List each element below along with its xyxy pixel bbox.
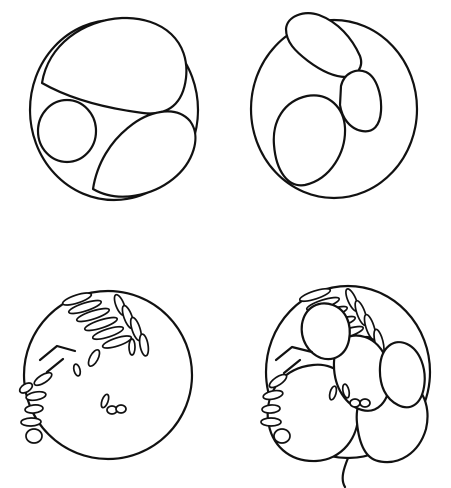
mark — [129, 339, 135, 355]
mark — [360, 399, 370, 407]
face-outline — [47, 359, 63, 372]
middle-small-lobe — [340, 71, 381, 132]
ridge — [138, 333, 150, 356]
face-outline — [40, 346, 75, 360]
small-lobe — [274, 429, 290, 443]
panel-top-right — [251, 13, 417, 198]
face-outline — [276, 347, 312, 360]
mark — [86, 348, 102, 368]
small-lobe — [262, 404, 281, 413]
mark — [350, 399, 360, 407]
upper-elongated-lobe — [286, 13, 361, 77]
panel-bottom-left — [18, 291, 192, 459]
small-lobe — [32, 370, 53, 387]
stacked-lobes — [268, 303, 428, 462]
mark — [116, 405, 126, 413]
left-lobe — [38, 100, 96, 162]
central-marks — [73, 339, 135, 414]
bottom-tail — [343, 458, 348, 487]
small-lobe — [21, 418, 41, 427]
small-lobe — [261, 418, 281, 426]
small-lobe — [26, 429, 42, 443]
mark — [73, 363, 82, 376]
lower-left-lobe — [274, 95, 345, 185]
panel-top-left — [30, 18, 198, 200]
upper-ridges — [61, 291, 149, 357]
panel-bottom-right — [261, 286, 430, 487]
small-lobe — [25, 404, 44, 414]
lower-right-lobe — [93, 111, 195, 196]
